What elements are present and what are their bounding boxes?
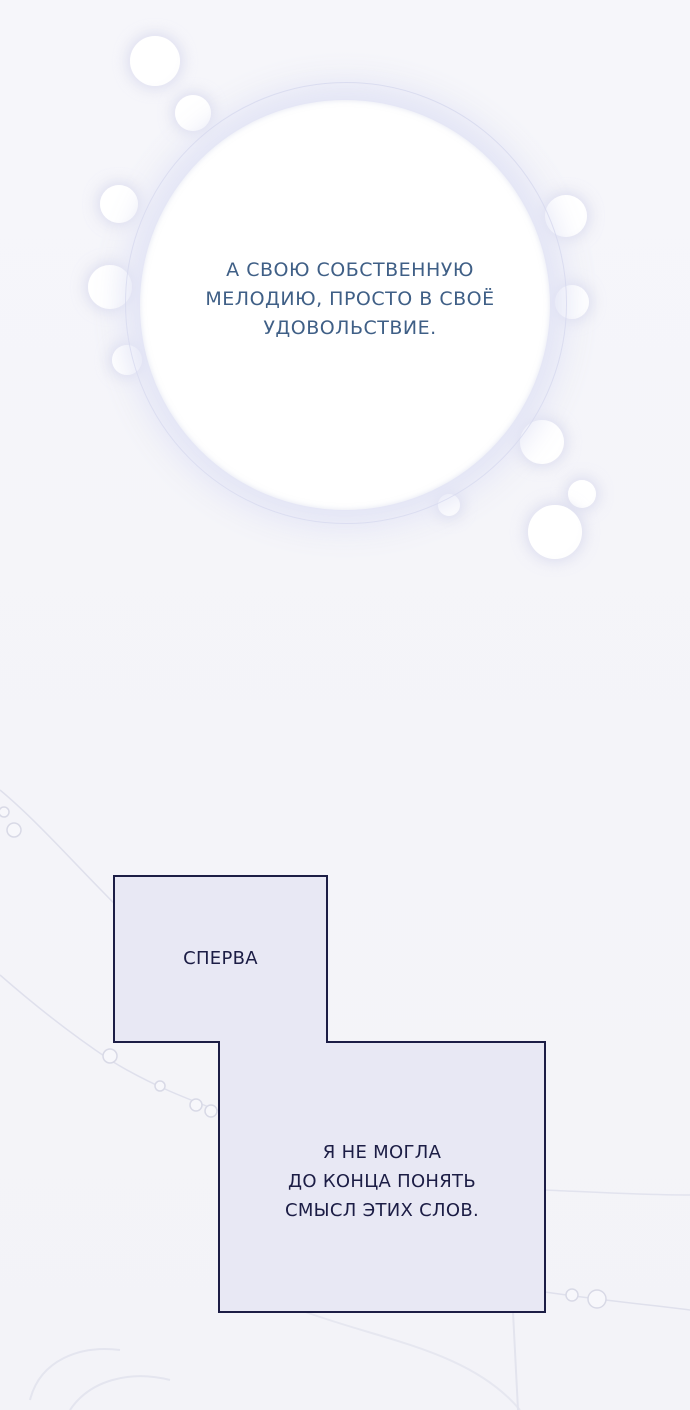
sparkle-bubble	[175, 95, 211, 131]
caption-main-text: Я НЕ МОГЛА ДО КОНЦА ПОНЯТЬ СМЫСЛ ЭТИХ СЛ…	[219, 1138, 545, 1225]
caption-first-label: СПЕРВА	[183, 948, 258, 969]
sparkle-bubble	[100, 185, 138, 223]
thought-line: УДОВОЛЬСТВИЕ.	[263, 317, 437, 339]
caption-line: СМЫСЛ ЭТИХ СЛОВ.	[284, 1200, 480, 1221]
sparkle-bubble	[568, 480, 596, 508]
thought-bubble-text: А СВОЮ СОБСТВЕННУЮ МЕЛОДИЮ, ПРОСТО В СВО…	[190, 256, 510, 343]
caption-line: ДО КОНЦА ПОНЯТЬ	[287, 1171, 477, 1192]
sparkle-bubble	[130, 36, 180, 86]
caption-line: Я НЕ МОГЛА	[322, 1142, 442, 1163]
sparkle-bubble	[528, 505, 582, 559]
sparkle-bubble	[88, 265, 132, 309]
thought-ring	[125, 82, 567, 524]
thought-line: А СВОЮ СОБСТВЕННУЮ	[226, 259, 474, 281]
thought-bubble	[140, 100, 550, 510]
thought-line: МЕЛОДИЮ, ПРОСТО В СВОЁ	[205, 288, 495, 310]
